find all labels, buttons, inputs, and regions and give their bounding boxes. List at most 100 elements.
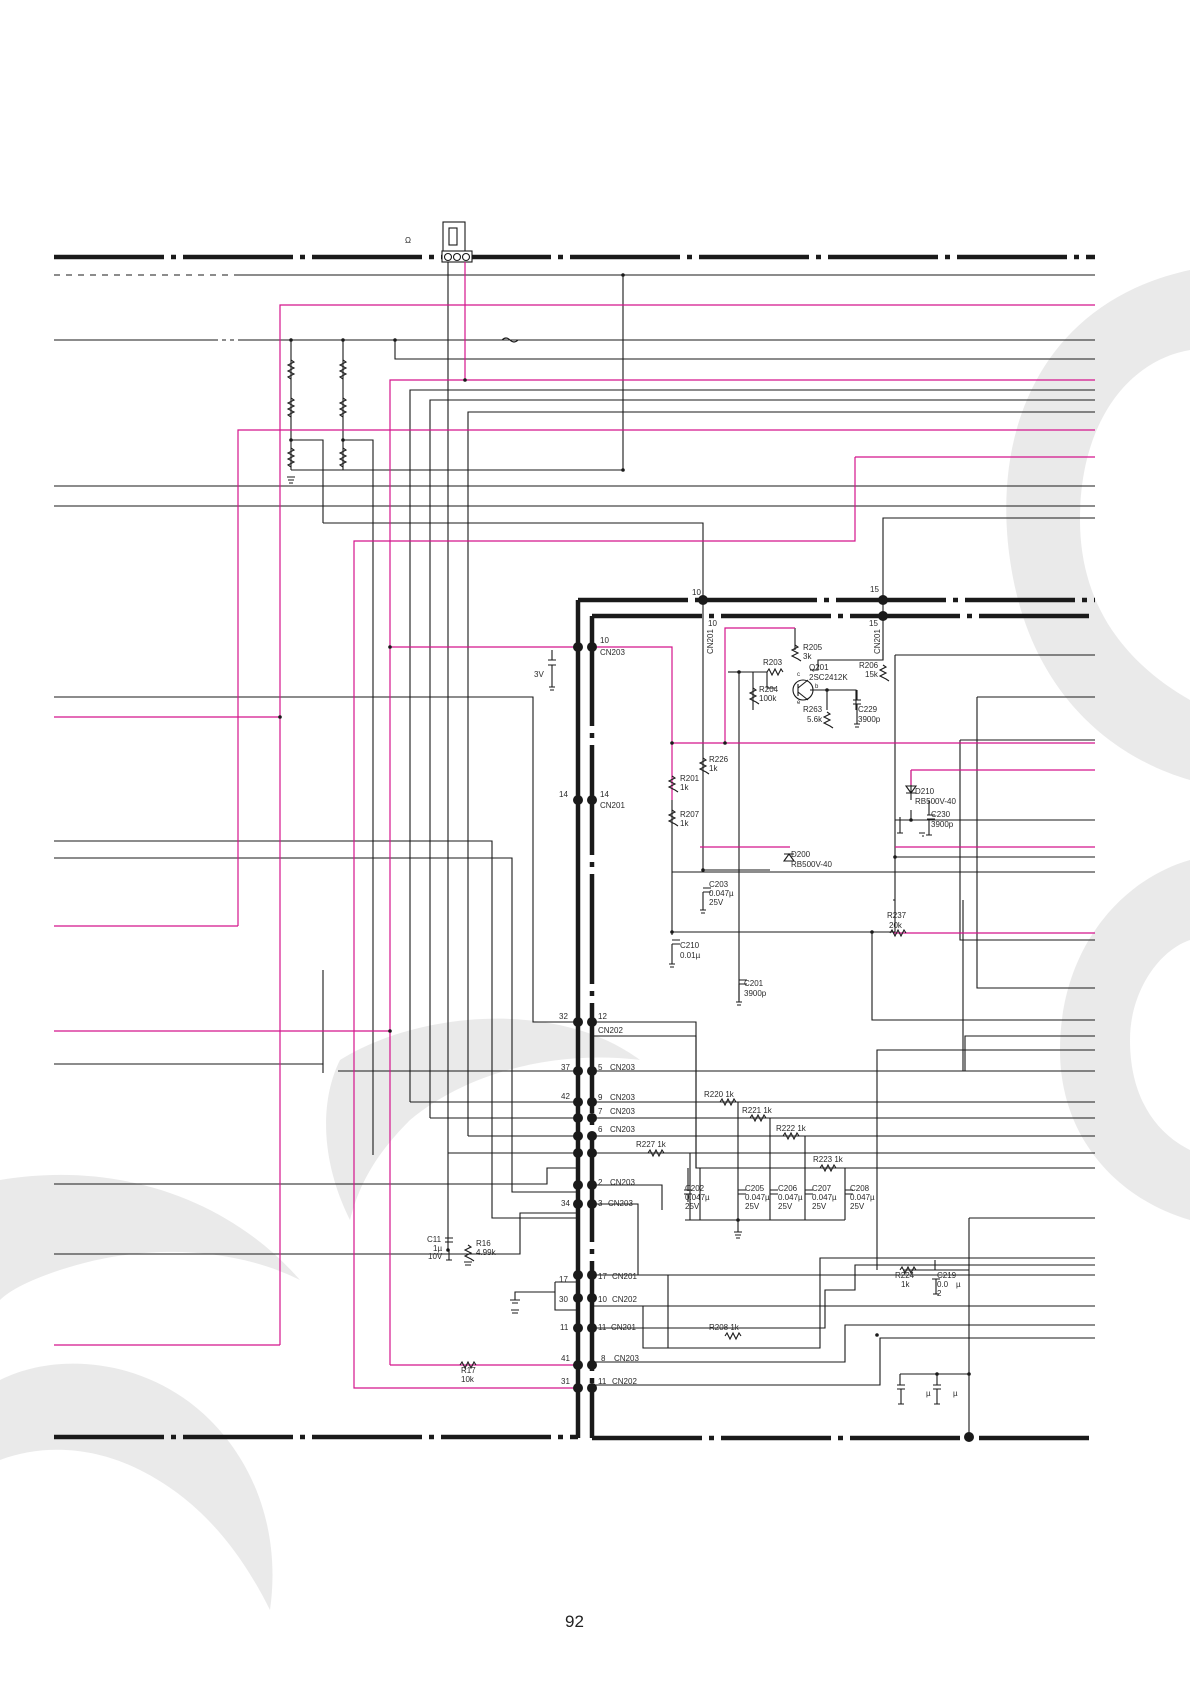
pin-l-30: 30 [559,1295,568,1304]
bus-marker-left-inner: 10 [708,619,717,628]
c219-value-b: 2 [937,1289,942,1298]
r223-label: R223 1k [813,1155,844,1164]
c202-voltage: 25V [685,1202,700,1211]
cn203-7-label: CN203 [610,1107,635,1116]
c203-ref: C203 [709,880,729,889]
c203-value: 0.047µ [709,889,734,898]
resistor-symbols [286,337,917,1370]
c207-value: 0.047µ [812,1193,837,1202]
r204-ref: R204 [759,685,779,694]
pin-r-10b: 10 [598,1295,607,1304]
bus-marker-right-inner: 15 [869,619,878,628]
c230-value: 3900p [931,820,954,829]
magenta-wiring [54,262,1095,1389]
pin-l-17: 17 [559,1275,568,1284]
bus-marker-right: 15 [870,585,879,594]
cn203-5-label: CN203 [610,1063,635,1072]
d200-ref: D200 [791,850,811,859]
pin-r-11b: 11 [598,1377,607,1386]
pin-r-11: 11 [598,1323,607,1332]
ground-symbols [287,476,742,1314]
q201-part: 2SC2412K [809,673,848,682]
c11-voltage: 10V [428,1252,443,1261]
r220-label: R220 1k [704,1090,735,1099]
d210-ref: D210 [915,787,935,796]
c207-ref: C207 [812,1184,832,1193]
cn201-11-label: CN201 [611,1323,636,1332]
r205-ref: R205 [803,643,823,652]
r221-label: R221 1k [742,1106,773,1115]
r224-ref: R224 [895,1271,915,1280]
pin-l-41: 41 [561,1354,570,1363]
q201-pin-b: b [815,684,819,690]
ohm-symbol: Ω [405,236,411,245]
pin-r-7: 7 [598,1107,603,1116]
pin-r-9: 9 [598,1093,603,1102]
r237-ref: R237 [887,911,907,920]
c219-unit: µ [956,1280,961,1289]
c210-value: 0.01µ [680,951,701,960]
cn201-vertical-right: CN201 [873,629,882,654]
cap-bottom-a-unit: µ [926,1389,931,1398]
r17-value: 10k [461,1375,475,1384]
c230-ref: C230 [931,810,951,819]
cn203-3-label: CN203 [608,1199,633,1208]
cn201-14-label: CN201 [600,801,625,810]
cn203-9-label: CN203 [610,1093,635,1102]
c229-value: 3900p [858,715,881,724]
c205-voltage: 25V [745,1202,760,1211]
r263-ref: R263 [803,705,823,714]
c205-ref: C205 [745,1184,765,1193]
c202-value: 0.047µ [685,1193,710,1202]
r201-ref: R201 [680,774,700,783]
r16-value: 4.99k [476,1248,497,1257]
r263-value: 5.6k [807,715,823,724]
r237-value: 20k [889,921,903,930]
pin-l-31: 31 [561,1377,570,1386]
pin-l-11: 11 [560,1323,569,1332]
c201-value: 3900p [744,989,767,998]
top-connector-block: Ω [405,221,473,263]
pin-r-6: 6 [598,1125,603,1134]
r226-ref: R226 [709,755,729,764]
pin-r-14: 14 [600,790,609,799]
c207-voltage: 25V [812,1202,827,1211]
c229-ref: C229 [858,705,878,714]
c208-voltage: 25V [850,1202,865,1211]
r205-value: 3k [803,652,812,661]
q201-pin-c: c [797,672,800,678]
r204-value: 100k [759,694,777,703]
d200-part: RB500V-40 [791,860,832,869]
pin-r-10: 10 [600,636,609,645]
c11-ref: C11 [427,1235,442,1244]
cn202-11-label: CN202 [612,1377,637,1386]
pin-r-3: 3 [598,1199,603,1208]
cn202-12-label: CN202 [598,1026,623,1035]
pin-r-12: 12 [598,1012,607,1021]
c208-value: 0.047µ [850,1193,875,1202]
bus-junctions [573,595,974,1442]
r222-label: R222 1k [776,1124,807,1133]
text-labels: 10 15 10 15 CN201 CN201 3V 10 CN203 14 1… [427,585,961,1398]
r203-ref: R203 [763,658,783,667]
c201-ref: C201 [744,979,764,988]
cap-diode-transistor-symbols [445,650,941,1405]
q201-pin-e: e [797,700,801,706]
c203-voltage: 25V [709,898,724,907]
r207-ref: R207 [680,810,700,819]
pin-l-34: 34 [561,1199,570,1208]
c210-ref: C210 [680,941,700,950]
cn203-10-label: CN203 [600,648,625,657]
pin-l-42: 42 [561,1092,570,1101]
page-number: 92 [565,1612,584,1631]
cn203-2-label: CN203 [610,1178,635,1187]
r207-value: 1k [680,819,689,828]
cap-bottom-b-unit: µ [953,1389,958,1398]
r227-label: R227 1k [636,1140,667,1149]
pin-r-2: 2 [598,1178,603,1187]
r224-value: 1k [901,1280,910,1289]
watermark-logo [0,270,1190,1610]
r208-label: R208 1k [709,1323,740,1332]
battery-voltage: 3V [534,670,544,679]
